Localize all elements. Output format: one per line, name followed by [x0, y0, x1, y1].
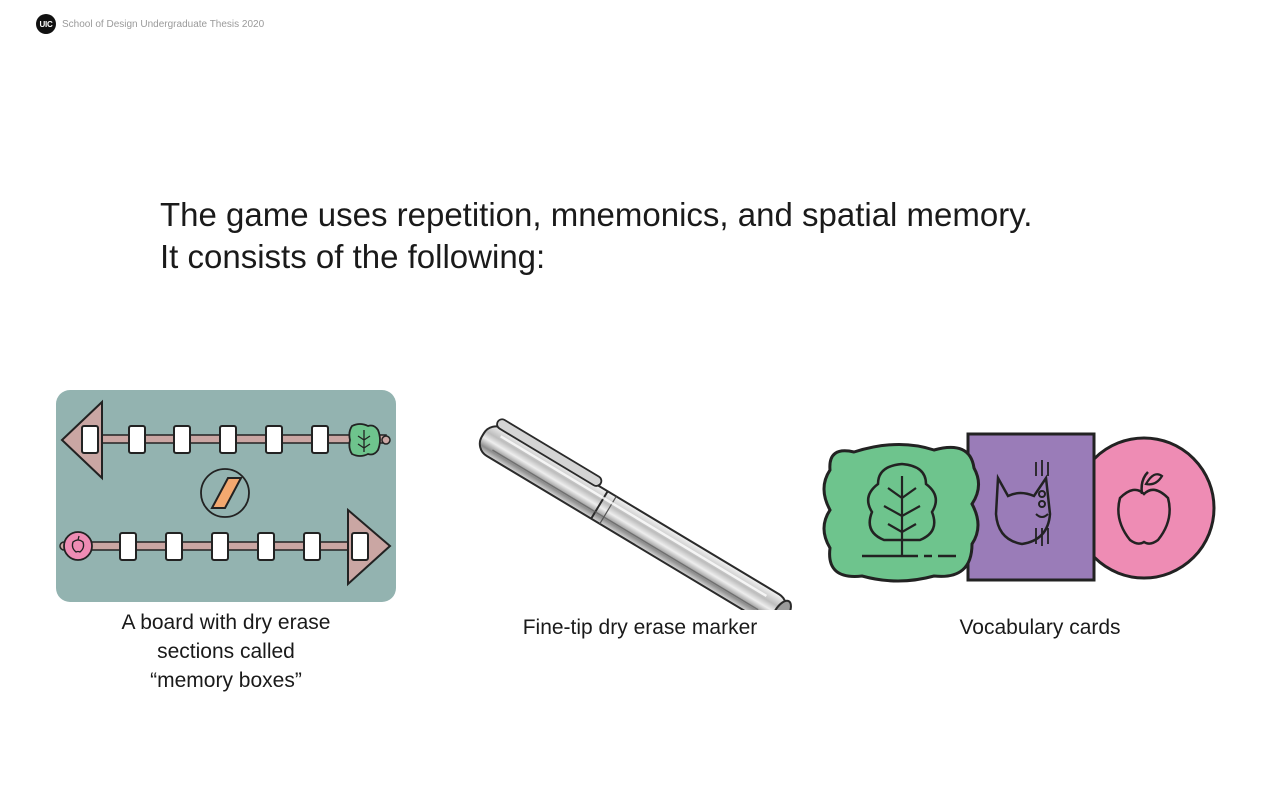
tree-icon	[862, 462, 956, 558]
board-caption: A board with dry erase sections called “…	[56, 608, 396, 695]
leaf-icon	[348, 423, 381, 457]
header-label: School of Design Undergraduate Thesis 20…	[62, 18, 265, 30]
dry-erase-marker-illustration	[468, 418, 798, 629]
apple-icon	[1117, 471, 1171, 545]
cards-caption: Vocabulary cards	[870, 613, 1210, 642]
page-header: UIC School of Design Undergraduate Thesi…	[36, 14, 264, 34]
game-board-illustration	[56, 390, 396, 607]
intro-text: The game uses repetition, mnemonics, and…	[160, 194, 1032, 278]
tree-card	[822, 443, 980, 583]
marker-caption-line-1: Fine-tip dry erase marker	[522, 616, 758, 639]
card-piece-icon	[200, 468, 250, 518]
intro-line-2: It consists of the following:	[160, 238, 546, 275]
board-caption-line-1: A board with dry erase	[121, 611, 331, 634]
board-caption-line-3: “memory boxes”	[150, 669, 302, 692]
board-caption-line-2: sections called	[157, 640, 295, 663]
marker-caption: Fine-tip dry erase marker	[470, 613, 810, 642]
apple-token-icon	[63, 531, 93, 561]
intro-line-1: The game uses repetition, mnemonics, and…	[160, 196, 1033, 233]
vocabulary-cards-illustration	[822, 432, 1218, 593]
cat-icon	[994, 460, 1052, 546]
cat-card	[966, 432, 1096, 582]
cards-caption-line-1: Vocabulary cards	[959, 616, 1121, 639]
uic-logo: UIC	[36, 14, 56, 34]
